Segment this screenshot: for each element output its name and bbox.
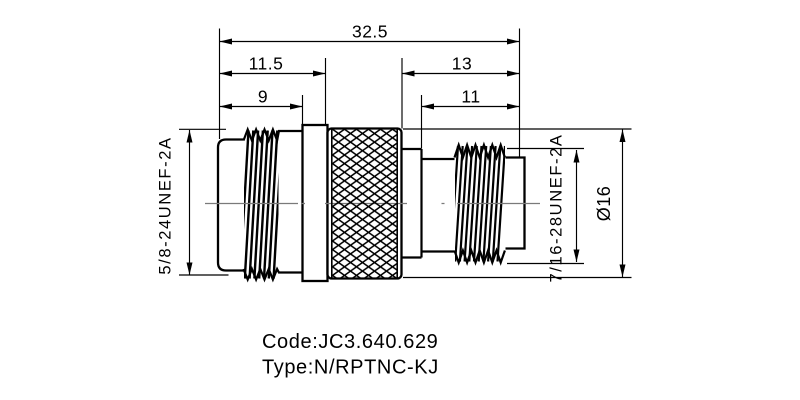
coupling-nut-cap [216, 138, 244, 272]
label-left-thread-spec: 5/8-24UNEF-2A [157, 136, 175, 274]
n-connector-left-body [216, 123, 329, 283]
right-shoulder-section [401, 147, 423, 259]
label-body-diameter: Ø16 [594, 186, 614, 222]
label-right-body-length: 13 [452, 54, 472, 74]
part-type-text: Type:N/RPTNC-KJ [262, 357, 439, 379]
label-overall-length: 32.5 [352, 22, 388, 42]
label-right-thread-length: 11 [461, 87, 480, 107]
dimension-labels: 32.5 11.5 9 13 11 5/8-24UNEF-2A 7/16-28U… [157, 22, 615, 283]
left-thread-hatching [244, 130, 279, 279]
label-left-thread-length: 9 [258, 87, 268, 107]
label-left-body-length: 11.5 [249, 54, 284, 74]
label-right-thread-spec: 7/16-28UNEF-2A [548, 134, 566, 283]
title-block: Code:JC3.640.629 Type:N/RPTNC-KJ [262, 331, 439, 379]
hex-flange [301, 123, 329, 283]
part-code-text: Code:JC3.640.629 [262, 331, 438, 353]
right-neck-section [421, 157, 455, 253]
extension-lines [179, 28, 632, 279]
knurl-texture [331, 129, 398, 278]
dimension-lines [186, 38, 626, 277]
